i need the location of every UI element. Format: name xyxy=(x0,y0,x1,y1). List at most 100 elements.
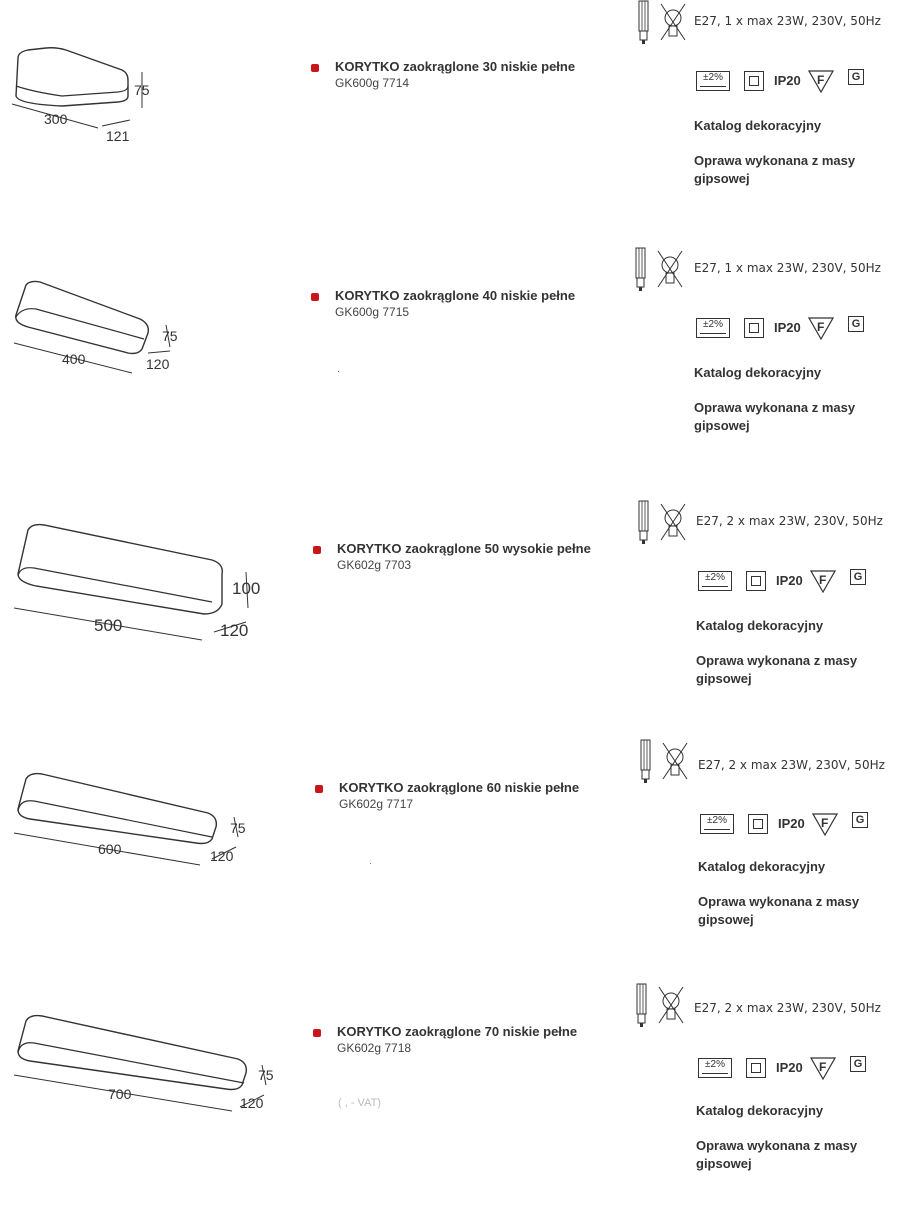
ip-rating: IP20 xyxy=(776,573,803,588)
bulb-icon xyxy=(635,247,646,291)
fixture-diagram: 300 75 121 xyxy=(11,47,150,144)
tolerance-icon: ±2% xyxy=(698,571,732,591)
dim-depth: 121 xyxy=(106,128,130,144)
fixture-diagram: 700 75 120 xyxy=(13,1014,274,1112)
ip-rating: IP20 xyxy=(778,816,805,831)
bullet-icon xyxy=(311,64,319,72)
product-row-3: 500 100 120 KORYTKO zaokrąglone 50 wysok… xyxy=(0,500,912,738)
g-mark-icon: G xyxy=(852,812,868,828)
catalog-label: Katalog dekoracyjny xyxy=(694,118,822,133)
dim-depth: 120 xyxy=(210,848,234,864)
product-specs: E27, 2 x max 23W, 230V, 50Hz ±2% IP20 F … xyxy=(638,739,885,977)
product-drawing: 400 75 120 xyxy=(0,247,300,485)
dim-depth: 120 xyxy=(146,356,170,372)
product-row-5: 700 75 120 KORYTKO zaokrąglone 70 niskie… xyxy=(0,983,912,1221)
material-description: Oprawa wykonana z masy gipsowej xyxy=(694,153,856,186)
price-note: ( , - VAT) xyxy=(338,1097,381,1109)
no-bulb-disposal-icon xyxy=(657,250,683,288)
ip-rating: IP20 xyxy=(774,73,801,88)
tolerance-icon: ±2% xyxy=(700,814,734,834)
no-bulb-disposal-icon xyxy=(660,3,686,41)
catalog-label: Katalog dekoracyjny xyxy=(696,618,824,633)
f-mark-icon: F xyxy=(810,1057,836,1080)
ip-rating: IP20 xyxy=(774,320,801,335)
g-mark-icon: G xyxy=(850,569,866,585)
svg-text:F: F xyxy=(819,573,826,587)
tolerance-icon: ±2% xyxy=(698,1058,732,1078)
f-mark-icon: F xyxy=(812,813,838,836)
dim-height: 75 xyxy=(134,82,150,98)
product-name[interactable]: KORYTKO zaokrąglone 40 niskie pełne xyxy=(335,288,576,303)
dim-height: 75 xyxy=(258,1067,274,1083)
g-mark-icon: G xyxy=(850,1056,866,1072)
double-insulation-icon xyxy=(746,571,766,591)
f-mark-icon: F xyxy=(810,570,836,593)
product-specs: E27, 1 x max 23W, 230V, 50Hz ±2% IP20 F … xyxy=(636,0,881,238)
product-drawing: 300 75 121 xyxy=(0,0,300,238)
product-name[interactable]: KORYTKO zaokrąglone 50 wysokie pełne xyxy=(337,541,591,556)
g-mark-icon: G xyxy=(848,69,864,85)
product-name[interactable]: KORYTKO zaokrąglone 30 niskie pełne xyxy=(335,59,576,74)
product-code: GK602g 7717 xyxy=(339,797,414,811)
dim-depth: 120 xyxy=(220,621,248,640)
catalog-label: Katalog dekoracyjny xyxy=(696,1103,824,1118)
catalog-label: Katalog dekoracyjny xyxy=(698,859,826,874)
power-spec: E27, 1 x max 23W, 230V, 50Hz xyxy=(694,261,881,275)
product-specs: E27, 2 x max 23W, 230V, 50Hz ±2% IP20 F … xyxy=(634,983,881,1221)
dim-length: 600 xyxy=(98,841,122,857)
tolerance-icon: ±2% xyxy=(696,71,730,91)
material-description: Oprawa wykonana z masy gipsowej xyxy=(696,1138,858,1171)
product-drawing: 600 75 120 xyxy=(0,739,300,977)
stray-dot xyxy=(370,863,371,864)
tolerance-icon: ±2% xyxy=(696,318,730,338)
dim-height: 75 xyxy=(230,820,246,836)
bullet-icon xyxy=(315,785,323,793)
product-row-2: 400 75 120 KORYTKO zaokrąglone 40 niskie… xyxy=(0,247,912,485)
catalog-label: Katalog dekoracyjny xyxy=(694,365,822,380)
ip-rating: IP20 xyxy=(776,1060,803,1075)
svg-text:F: F xyxy=(817,320,824,334)
product-drawing: 500 100 120 xyxy=(0,500,300,738)
double-insulation-icon xyxy=(744,71,764,91)
dim-height: 100 xyxy=(232,579,260,598)
product-code: GK600g 7715 xyxy=(335,305,410,319)
g-mark-icon: G xyxy=(848,316,864,332)
material-description: Oprawa wykonana z masy gipsowej xyxy=(696,653,858,686)
product-specs: E27, 1 x max 23W, 230V, 50Hz ±2% IP20 F … xyxy=(633,247,881,485)
product-specs: E27, 2 x max 23W, 230V, 50Hz ±2% IP20 F … xyxy=(636,500,883,738)
svg-text:F: F xyxy=(821,816,828,830)
double-insulation-icon xyxy=(746,1058,766,1078)
product-code: GK600g 7714 xyxy=(335,76,410,90)
power-spec: E27, 2 x max 23W, 230V, 50Hz xyxy=(696,514,883,528)
no-bulb-disposal-icon xyxy=(658,986,684,1024)
product-code: GK602g 7703 xyxy=(337,558,412,572)
power-spec: E27, 2 x max 23W, 230V, 50Hz xyxy=(698,758,885,772)
fixture-diagram: 400 75 120 xyxy=(13,280,178,374)
bulb-icon xyxy=(638,500,649,544)
svg-text:F: F xyxy=(819,1060,826,1074)
dim-length: 500 xyxy=(94,616,122,635)
product-row-4: 600 75 120 KORYTKO zaokrąglone 60 niskie… xyxy=(0,739,912,977)
power-spec: E27, 2 x max 23W, 230V, 50Hz xyxy=(694,1001,881,1015)
product-name[interactable]: KORYTKO zaokrąglone 70 niskie pełne xyxy=(337,1024,578,1039)
material-description: Oprawa wykonana z masy gipsowej xyxy=(694,400,856,433)
no-bulb-disposal-icon xyxy=(660,503,686,541)
svg-text:F: F xyxy=(817,73,824,87)
no-bulb-disposal-icon xyxy=(662,742,688,780)
dim-depth: 120 xyxy=(240,1095,264,1111)
bulb-icon xyxy=(640,739,651,783)
product-code: GK602g 7718 xyxy=(337,1041,412,1055)
dim-height: 75 xyxy=(162,328,178,344)
product-name[interactable]: KORYTKO zaokrąglone 60 niskie pełne xyxy=(339,780,580,795)
double-insulation-icon xyxy=(748,814,768,834)
bulb-icon xyxy=(638,0,649,44)
product-drawing: 700 75 120 xyxy=(0,983,300,1221)
fixture-diagram: 500 100 120 xyxy=(13,523,260,641)
bulb-icon xyxy=(636,983,647,1027)
dim-length: 400 xyxy=(62,351,86,367)
dim-length: 300 xyxy=(44,111,68,127)
bullet-icon xyxy=(313,1029,321,1037)
f-mark-icon: F xyxy=(808,70,834,93)
power-spec: E27, 1 x max 23W, 230V, 50Hz xyxy=(694,14,881,28)
fixture-diagram: 600 75 120 xyxy=(13,772,246,866)
